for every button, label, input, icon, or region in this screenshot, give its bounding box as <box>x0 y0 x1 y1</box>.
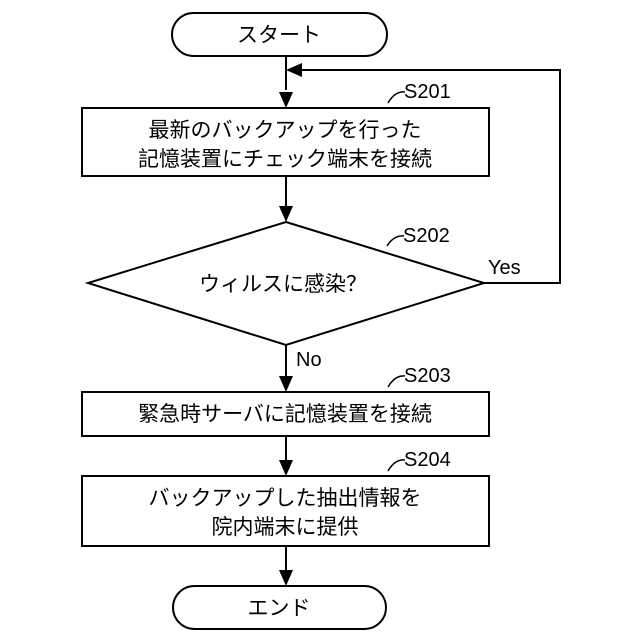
arrowhead-to-s202 <box>279 206 293 222</box>
s202-step-leader <box>387 236 404 246</box>
s202-no-label: No <box>296 349 322 371</box>
s201-text-line1: 最新のバックアップを行った <box>149 118 422 142</box>
arrowhead-yes-loop <box>286 63 302 77</box>
s202-yes-label: Yes <box>488 257 521 279</box>
s204-step-label: S204 <box>404 449 451 471</box>
s204-step-leader <box>388 460 405 471</box>
s203-step-label: S203 <box>404 365 451 387</box>
s201-text-line2: 記憶装置にチェック端末を接続 <box>138 147 432 171</box>
s203-text-line1: 緊急時サーバに記憶装置を接続 <box>138 402 432 426</box>
s202-question: ウィルスに感染？ <box>199 272 367 296</box>
s201-step-label: S201 <box>404 81 451 103</box>
arrowhead-to-end <box>279 570 293 586</box>
s201-step-leader <box>388 92 405 103</box>
s202-step-label: S202 <box>403 225 450 247</box>
s203-step-leader <box>388 376 405 387</box>
arrowhead-to-s203 <box>279 376 293 392</box>
arrowhead-to-s204 <box>279 460 293 476</box>
s204-text-line2: 院内端末に提供 <box>212 515 359 539</box>
end-label: エンド <box>248 596 311 620</box>
arrowhead-to-s201 <box>279 92 293 108</box>
s204-text-line1: バックアップした抽出情報を <box>149 486 422 510</box>
start-label: スタート <box>237 23 321 47</box>
